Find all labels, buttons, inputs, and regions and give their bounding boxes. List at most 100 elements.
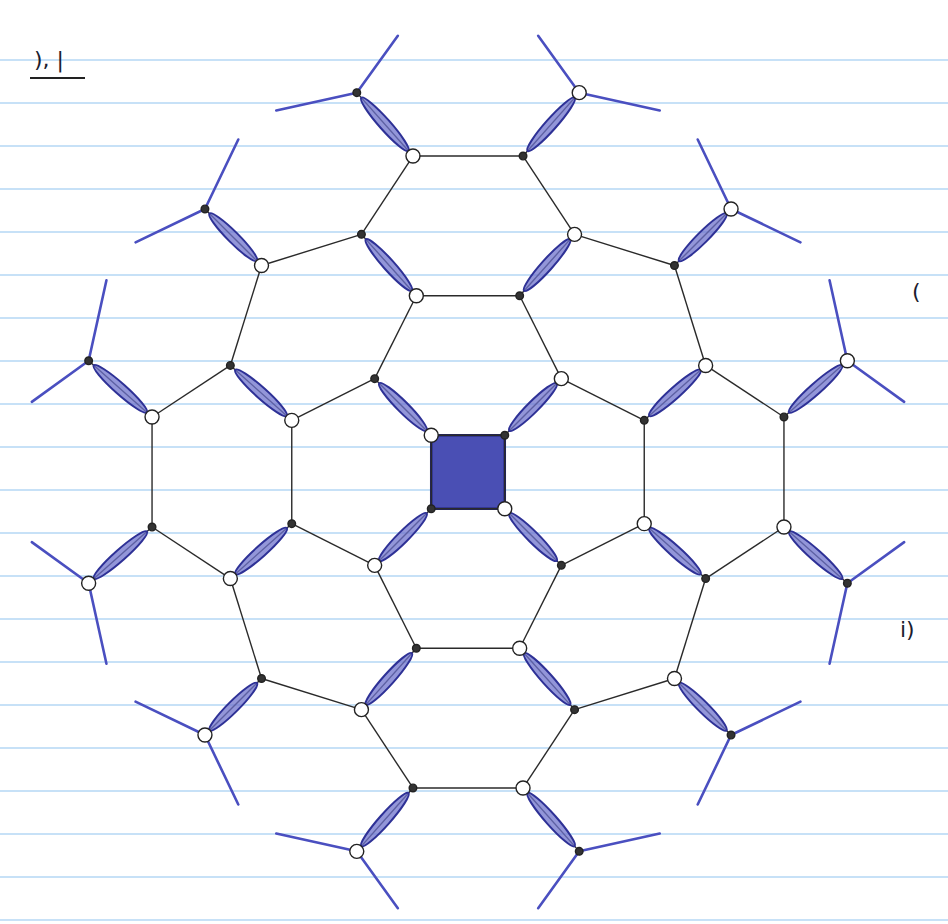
lattice-bond	[152, 527, 230, 579]
filled-site	[85, 357, 93, 365]
dangling-bond	[698, 140, 731, 209]
dangling-bond	[276, 834, 357, 852]
lattice-bond	[783, 417, 784, 527]
open-site	[568, 227, 582, 241]
filled-site	[575, 848, 583, 856]
open-site	[409, 289, 423, 303]
dangling-bond	[357, 36, 398, 93]
lattice-bond	[644, 524, 705, 579]
highlighted-bond	[362, 649, 416, 708]
open-site	[513, 641, 527, 655]
lattice	[32, 36, 904, 908]
ruled-line	[0, 833, 948, 834]
open-site	[354, 703, 368, 717]
filled-site	[558, 562, 566, 570]
highlighted-bond	[523, 789, 578, 850]
lattice-bond	[152, 365, 230, 417]
filled-site	[288, 520, 296, 528]
lattice-bond	[357, 788, 413, 851]
open-site	[777, 520, 791, 534]
highlighted-bond	[645, 366, 704, 420]
filled-site	[780, 413, 788, 421]
lattice-bond	[431, 508, 505, 509]
ruled-line	[0, 231, 948, 232]
ruled-line	[0, 145, 948, 146]
lattice-bond	[361, 234, 416, 295]
highlighted-bond	[523, 94, 578, 155]
lattice-bond	[523, 93, 579, 156]
open-site	[667, 671, 681, 685]
lattice-bond	[413, 155, 523, 156]
ruled-line	[0, 618, 948, 619]
dangling-bond	[205, 140, 238, 209]
open-site	[724, 202, 738, 216]
filled-site	[371, 375, 379, 383]
lattice-bond	[230, 579, 261, 679]
lattice-bond	[357, 93, 413, 156]
open-site	[223, 572, 237, 586]
dangling-bond	[698, 735, 731, 804]
lattice-bond	[674, 266, 705, 366]
lattice-bond	[89, 361, 152, 417]
open-site	[406, 149, 420, 163]
highlighted-bond	[232, 366, 291, 420]
dangling-bond	[731, 702, 800, 735]
lattice-bond	[230, 365, 291, 420]
lattice-bond	[706, 365, 784, 417]
lattice-bond	[262, 678, 362, 709]
ruled-line	[0, 59, 948, 60]
filled-site	[519, 152, 527, 160]
highlighted-bond	[206, 210, 261, 265]
highlighted-bond	[505, 379, 560, 434]
lattice-bond	[674, 579, 705, 679]
dangling-bond	[847, 542, 904, 583]
notebook-lines	[0, 60, 948, 920]
dangling-bond	[89, 583, 107, 664]
underline-stroke	[30, 77, 85, 79]
dangling-bond	[538, 851, 579, 908]
filled-site	[258, 675, 266, 683]
filled-site	[148, 523, 156, 531]
lattice-bond	[361, 648, 416, 709]
filled-site	[413, 644, 421, 652]
open-site	[840, 354, 854, 368]
lattice-bond	[413, 787, 523, 788]
ruled-line	[0, 360, 948, 361]
dangling-bond	[276, 93, 357, 111]
lattice-bond	[291, 420, 292, 523]
highlighted-bond	[520, 236, 574, 295]
lattice-bond	[375, 565, 417, 648]
lattice-bond	[431, 435, 432, 509]
dangling-bond	[830, 280, 848, 361]
open-site	[350, 844, 364, 858]
lattice-bond	[674, 209, 731, 266]
highlighted-bond	[206, 679, 261, 734]
highlighted-bond	[785, 527, 846, 582]
dangling-bond	[89, 280, 107, 361]
lattice-bond	[575, 678, 675, 709]
filled-site	[427, 505, 435, 513]
lattice-bond	[431, 435, 505, 436]
highlighted-bond	[375, 509, 430, 564]
lattice-bond	[520, 648, 575, 709]
filled-site	[571, 706, 579, 714]
lattice-bond	[520, 234, 575, 295]
filled-site	[516, 292, 524, 300]
filled-site	[727, 731, 735, 739]
dangling-bond	[579, 93, 660, 111]
lattice-bond	[416, 295, 519, 296]
handwritten-mark: i)	[900, 618, 915, 642]
lattice-bond	[561, 379, 644, 421]
lattice-bond	[784, 361, 847, 417]
lattice-bond	[523, 710, 575, 788]
lattice-bond	[706, 527, 784, 579]
filled-site	[409, 784, 417, 792]
lattice-bond	[523, 788, 579, 851]
dangling-bond	[32, 542, 89, 583]
lattice-bond	[375, 379, 432, 436]
lattice-bond	[575, 234, 675, 265]
lattice-bond	[674, 678, 731, 735]
dangling-bond	[847, 361, 904, 402]
highlighted-bond	[675, 679, 730, 734]
